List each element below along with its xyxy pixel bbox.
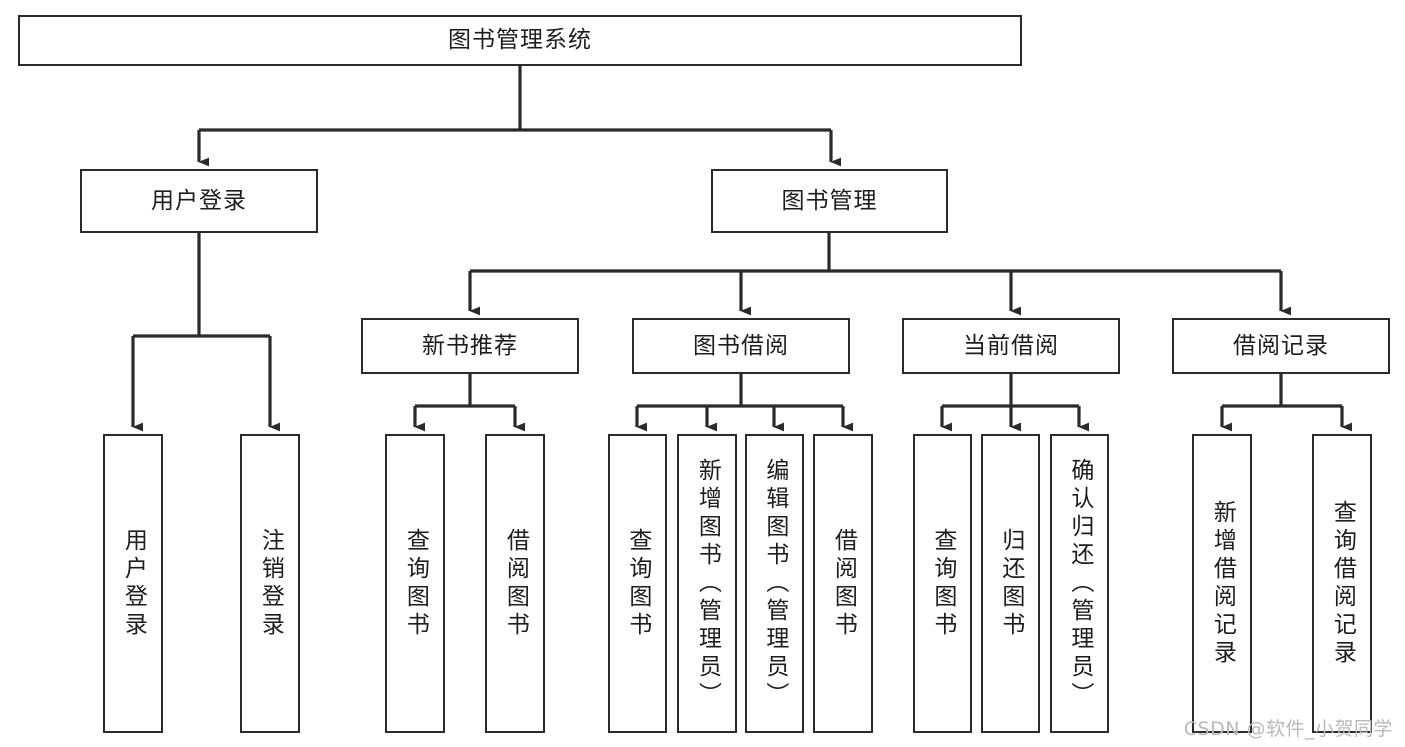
node-leaf-return-book[interactable]: 归还图书 [981,434,1040,733]
node-leaf-add-book-admin[interactable]: 新增图书（管理员） [677,434,737,733]
node-leaf-user-logout[interactable]: 注销登录 [240,434,300,733]
node-leaf-return-book-label: 归还图书 [997,527,1024,640]
node-root[interactable]: 图书管理系统 [18,15,1022,66]
node-leaf-edit-book-admin-label: 编辑图书（管理员） [761,457,788,710]
node-user-login-label: 用户登录 [151,187,247,214]
node-leaf-query-book-recommend[interactable]: 查询图书 [385,434,445,733]
node-leaf-borrow-book[interactable]: 借阅图书 [813,434,873,733]
node-leaf-query-borrow-record[interactable]: 查询借阅记录 [1312,434,1372,733]
node-leaf-add-borrow-record[interactable]: 新增借阅记录 [1192,434,1252,733]
node-leaf-add-borrow-record-label: 新增借阅记录 [1209,499,1236,668]
node-leaf-borrow-book-recommend[interactable]: 借阅图书 [485,434,545,733]
node-borrow-record-label: 借阅记录 [1233,332,1329,359]
node-book-borrow-label: 图书借阅 [693,332,789,359]
node-leaf-add-book-admin-label: 新增图书（管理员） [694,457,721,710]
node-leaf-confirm-return-admin-label: 确认归还（管理员） [1066,457,1093,710]
node-new-book-recommend-label: 新书推荐 [422,332,518,359]
node-user-login[interactable]: 用户登录 [80,169,318,233]
node-leaf-borrow-book-recommend-label: 借阅图书 [502,527,529,640]
node-leaf-query-book-borrow[interactable]: 查询图书 [608,434,667,733]
node-leaf-user-login-label: 用户登录 [120,527,147,640]
node-current-borrow[interactable]: 当前借阅 [902,318,1120,374]
node-current-borrow-label: 当前借阅 [963,332,1059,359]
node-leaf-user-login[interactable]: 用户登录 [103,434,163,733]
node-leaf-query-book-current[interactable]: 查询图书 [913,434,972,733]
node-new-book-recommend[interactable]: 新书推荐 [361,318,579,374]
node-book-borrow[interactable]: 图书借阅 [632,318,850,374]
node-leaf-query-book-borrow-label: 查询图书 [624,527,651,640]
node-book-management[interactable]: 图书管理 [711,169,948,233]
node-leaf-user-logout-label: 注销登录 [257,527,284,640]
node-leaf-edit-book-admin[interactable]: 编辑图书（管理员） [745,434,804,733]
csdn-watermark: CSDN @软件_小贺同学 [1183,718,1393,740]
node-leaf-confirm-return-admin[interactable]: 确认归还（管理员） [1050,434,1109,733]
node-root-label: 图书管理系统 [448,27,592,54]
node-leaf-query-borrow-record-label: 查询借阅记录 [1329,499,1356,668]
node-leaf-query-book-current-label: 查询图书 [929,527,956,640]
node-borrow-record[interactable]: 借阅记录 [1172,318,1390,374]
node-leaf-borrow-book-label: 借阅图书 [830,527,857,640]
node-leaf-query-book-recommend-label: 查询图书 [402,527,429,640]
node-book-management-label: 图书管理 [781,187,878,214]
